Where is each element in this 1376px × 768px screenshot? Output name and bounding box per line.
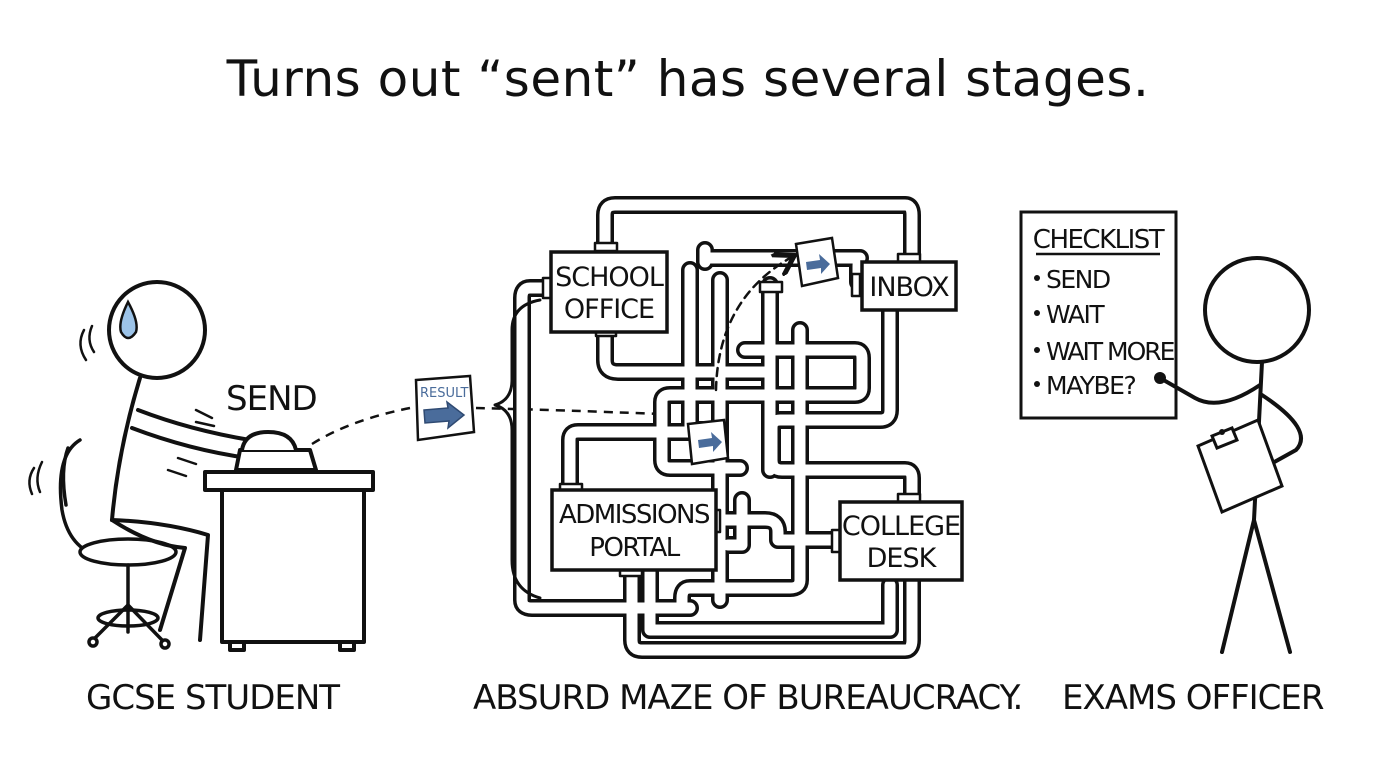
dashed-routing-arrow (714, 258, 790, 392)
maze-document-lower (686, 418, 730, 466)
sweat-drop (119, 299, 138, 340)
student-head (107, 280, 207, 380)
school-office-label-1: SCHOOL (555, 262, 664, 293)
checklist-item-wait-more: WAIT MORE (1046, 337, 1175, 366)
arrow-right-icon (806, 254, 830, 274)
arrow-right-icon (698, 432, 722, 452)
office-chair (58, 438, 178, 650)
student-desk (203, 430, 375, 652)
maze-box-college-desk: COLLEGE DESK (838, 500, 964, 582)
checklist-item-send: SEND (1046, 265, 1110, 294)
maze-box-inbox: INBOX (860, 260, 958, 312)
school-office-label-2: OFFICE (564, 294, 654, 325)
caption-exams-officer: EXAMS OFFICER (1062, 678, 1325, 718)
result-label: RESULT (420, 386, 468, 401)
college-desk-label-1: COLLEGE (842, 511, 960, 542)
result-document: RESULT (414, 374, 476, 442)
arrow-right-icon (423, 400, 466, 430)
checklist-heading: CHECKLIST (1033, 225, 1165, 255)
admissions-portal-label-1: ADMISSIONS (559, 500, 710, 530)
college-desk-label-2: DESK (867, 543, 938, 574)
officer-head (1203, 256, 1311, 364)
maze-document-upper (794, 236, 840, 288)
checklist-item-wait: WAIT (1046, 300, 1105, 329)
comic-title: Turns out “sent” has several stages. (226, 50, 1150, 108)
checklist-item-maybe: MAYBE? (1046, 371, 1135, 400)
caption-bureaucracy-maze: ABSURD MAZE OF BUREAUCRACY. (473, 678, 1023, 718)
caption-gcse-student: GCSE STUDENT (86, 678, 340, 718)
maze-box-admissions-portal: ADMISSIONS PORTAL (550, 488, 718, 572)
clipboard (1196, 417, 1284, 515)
admissions-portal-label-2: PORTAL (589, 533, 680, 563)
send-shout: SEND (226, 379, 317, 419)
student-figure (28, 280, 252, 650)
send-trajectory (311, 406, 411, 446)
checklist-poster: CHECKLIST SEND WAIT WAIT MORE MAYBE? (1019, 210, 1178, 420)
inbox-label: INBOX (869, 272, 949, 303)
maze-box-school-office: SCHOOL OFFICE (549, 250, 669, 334)
